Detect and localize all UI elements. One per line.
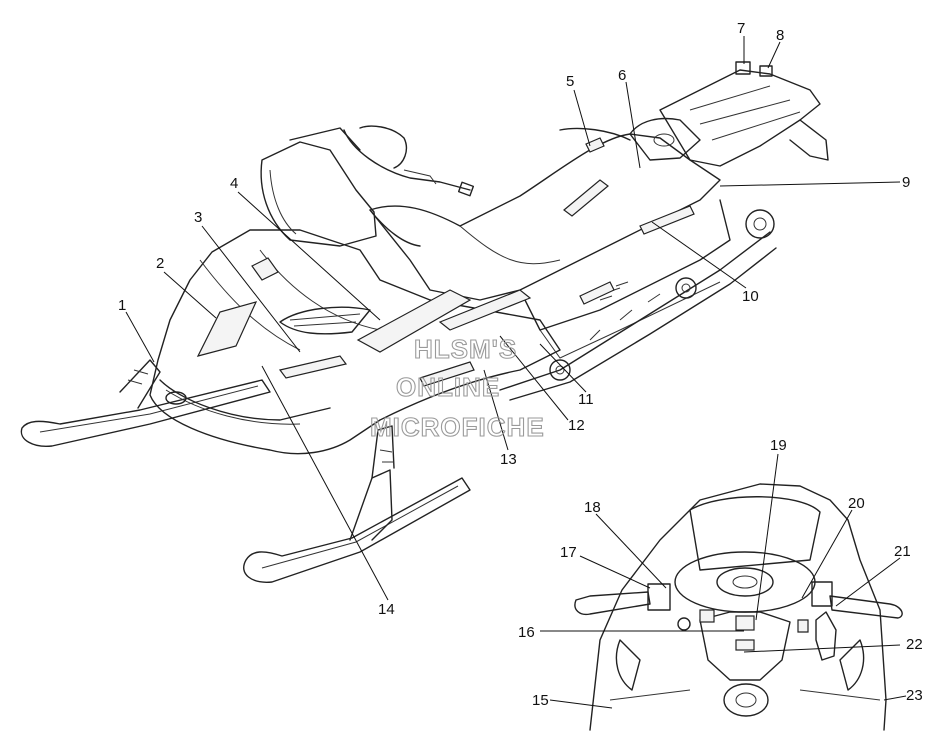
watermark-line-3: MICROFICHE bbox=[370, 412, 545, 442]
callout-7: 7 bbox=[737, 20, 745, 37]
seat-and-body bbox=[369, 127, 731, 359]
callout-8: 8 bbox=[776, 27, 784, 44]
callout-19: 19 bbox=[770, 437, 787, 454]
callout-14: 14 bbox=[378, 601, 395, 618]
callout-1: 1 bbox=[118, 297, 126, 314]
callout-6: 6 bbox=[618, 67, 626, 84]
right-ski bbox=[243, 425, 471, 583]
callout-11: 11 bbox=[578, 391, 594, 408]
track-suspension bbox=[499, 209, 777, 401]
callout-9: 9 bbox=[902, 174, 910, 191]
leader-lines bbox=[125, 36, 907, 709]
snowmobile-drawing bbox=[20, 61, 829, 583]
decal-panels bbox=[196, 137, 695, 387]
callout-16: 16 bbox=[518, 624, 535, 641]
watermark-line-1: HLSM'S bbox=[414, 334, 517, 364]
callout-15: 15 bbox=[532, 692, 549, 709]
callout-4: 4 bbox=[230, 175, 238, 192]
watermark-line-2: ONLINE bbox=[396, 372, 500, 402]
callout-12: 12 bbox=[568, 417, 585, 434]
handlebars bbox=[343, 125, 475, 197]
cockpit-inset bbox=[574, 483, 903, 731]
callout-18: 18 bbox=[584, 499, 601, 516]
watermark: HLSM'S ONLINE MICROFICHE bbox=[369, 333, 545, 442]
callout-21: 21 bbox=[894, 543, 911, 560]
callout-17: 17 bbox=[560, 544, 577, 561]
callout-22: 22 bbox=[906, 636, 923, 653]
callout-10: 10 bbox=[742, 288, 759, 305]
callout-13: 13 bbox=[500, 451, 517, 468]
callout-2: 2 bbox=[156, 255, 164, 272]
left-ski bbox=[20, 359, 271, 447]
callout-labels: 1 2 3 4 5 6 7 8 9 10 11 12 13 14 15 16 1… bbox=[118, 20, 923, 709]
callout-3: 3 bbox=[194, 209, 202, 226]
callout-20: 20 bbox=[848, 495, 865, 512]
callout-5: 5 bbox=[566, 73, 574, 90]
callout-23: 23 bbox=[906, 687, 923, 704]
rear-rack bbox=[629, 61, 829, 167]
